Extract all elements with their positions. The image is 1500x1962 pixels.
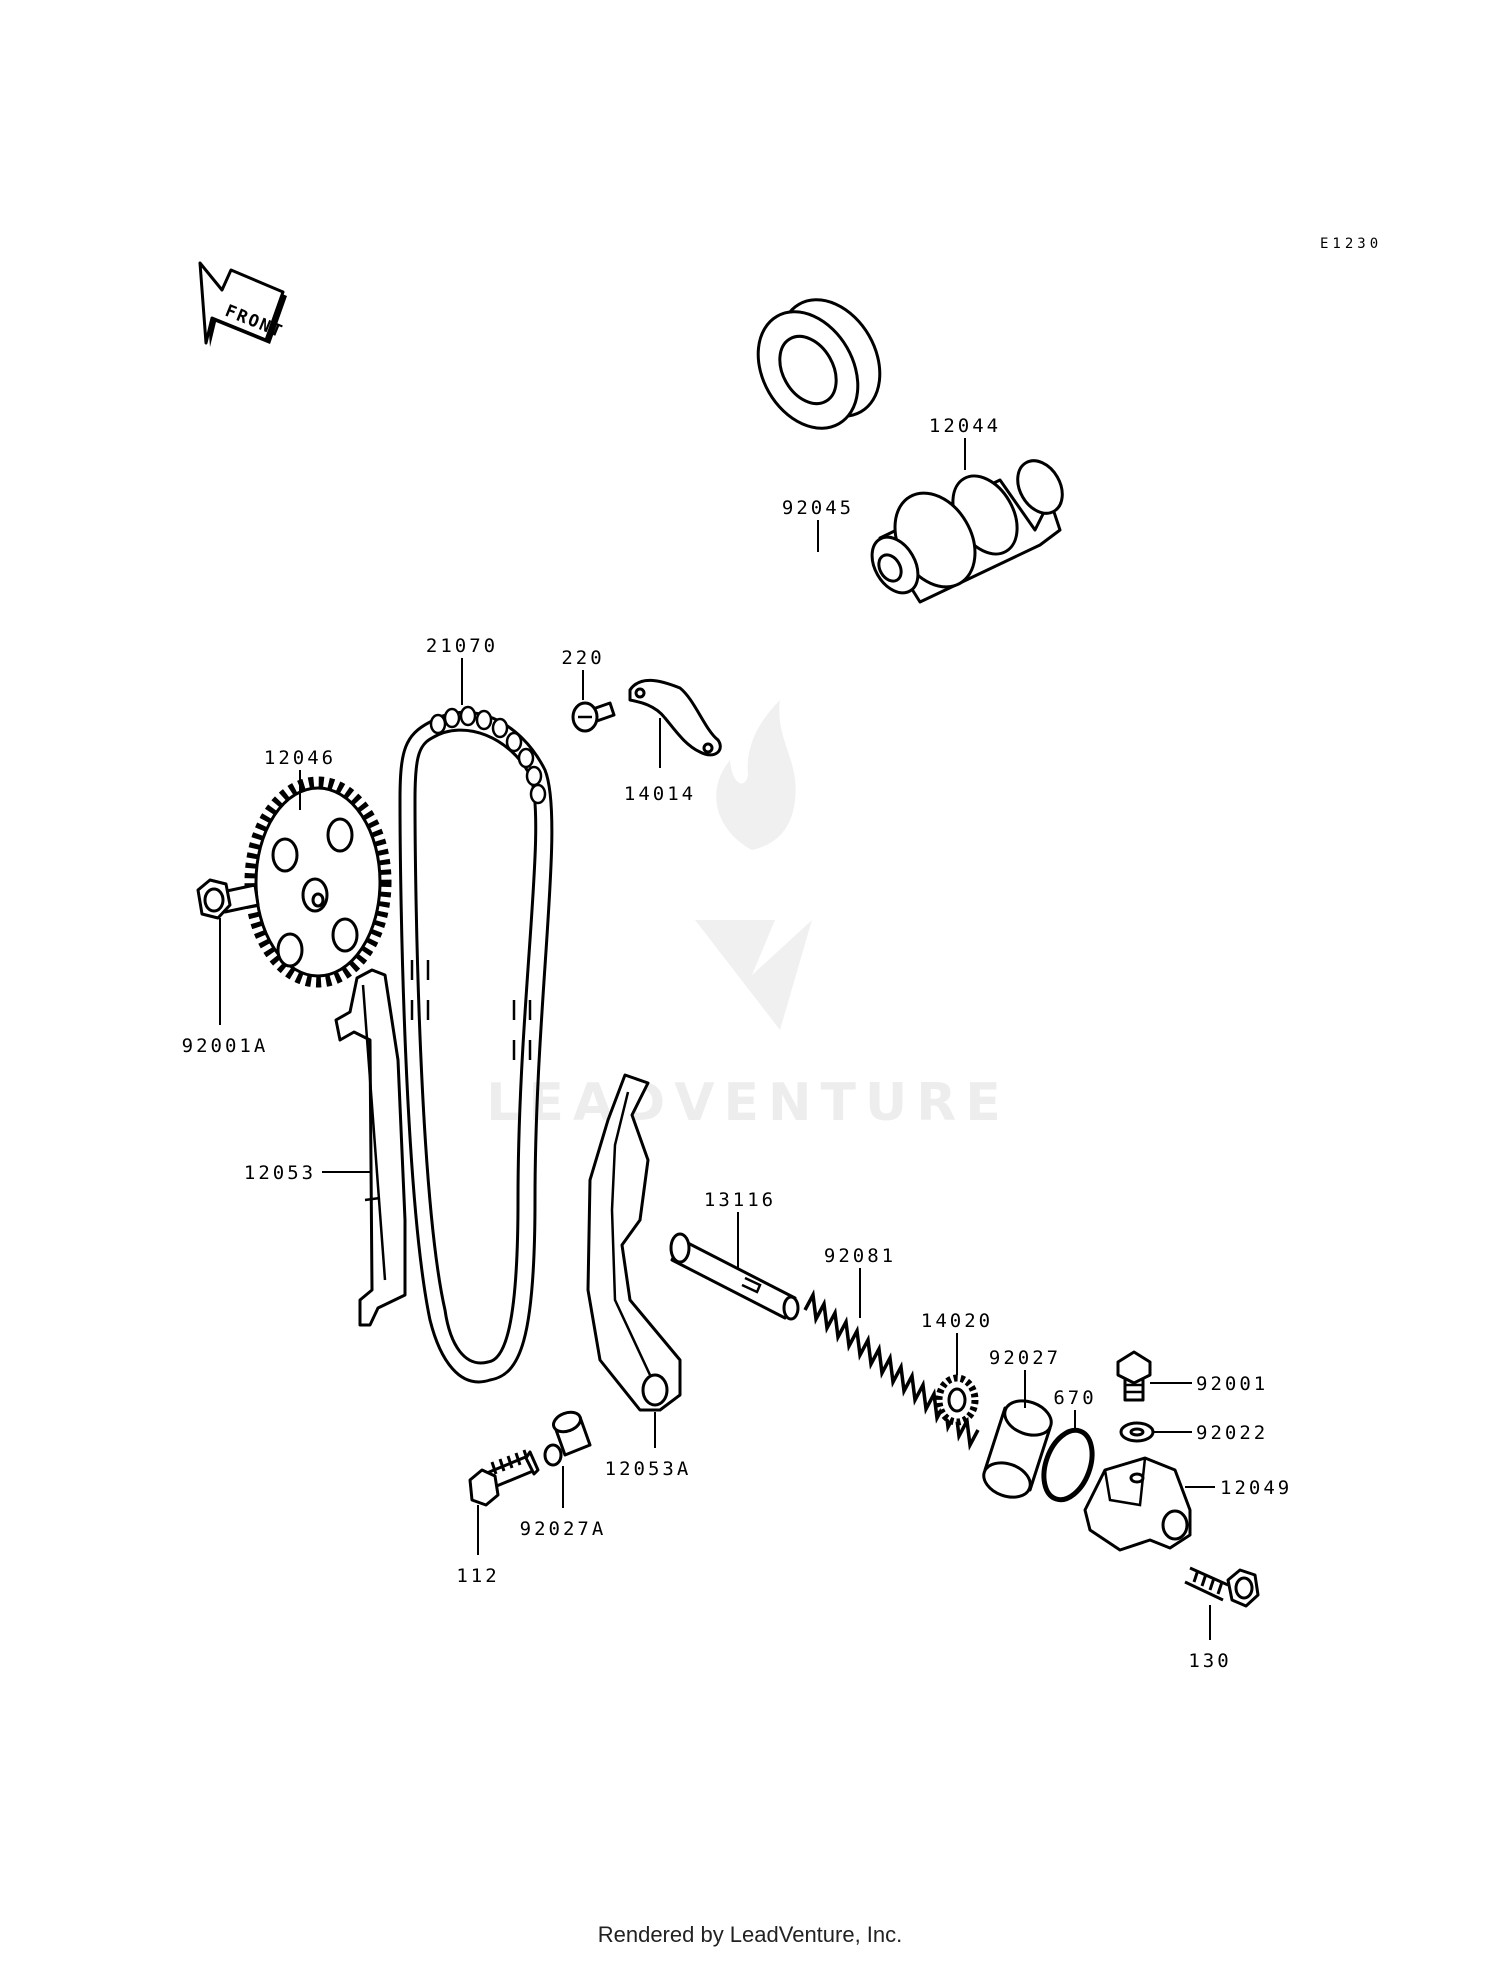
label-92022[interactable]: 92022 [1196,1422,1268,1444]
leader-lines [219,438,1215,1640]
label-92027[interactable]: 92027 [989,1347,1061,1369]
push-rod-part[interactable] [669,1232,800,1321]
label-670[interactable]: 670 [1053,1387,1096,1409]
nut-14020-part[interactable] [935,1374,979,1426]
collar-92027-part[interactable] [979,1395,1056,1503]
label-130[interactable]: 130 [1188,1650,1231,1672]
label-12044[interactable]: 12044 [929,415,1001,437]
spring-part[interactable] [803,1289,980,1451]
o-ring-part[interactable] [1035,1424,1101,1507]
watermark-v-icon [695,920,812,1030]
chain-guide-12053-part[interactable] [334,968,407,1327]
front-arrow-icon: FRONT [198,261,287,347]
label-14014[interactable]: 14014 [624,783,696,805]
label-13116[interactable]: 13116 [704,1189,776,1211]
bolt-130-part[interactable] [1184,1566,1260,1608]
label-21070[interactable]: 21070 [426,635,498,657]
label-92001A[interactable]: 92001A [182,1035,269,1057]
label-12046[interactable]: 12046 [264,747,336,769]
bolt-112-part[interactable] [468,1449,540,1507]
bolt-92001A-part[interactable] [196,878,260,920]
label-220[interactable]: 220 [561,647,604,669]
label-14020[interactable]: 14020 [921,1310,993,1332]
tensioner-guide-12053A-part[interactable] [586,1073,682,1412]
bearing-part[interactable] [738,282,900,446]
label-12053[interactable]: 12053 [244,1162,316,1184]
watermark: LEADVENTURE [486,700,1010,1133]
bolt-92001-part[interactable] [1116,1350,1152,1402]
cam-chain-part[interactable] [398,705,554,1384]
label-92027A[interactable]: 92027A [520,1518,607,1540]
watermark-flame-icon [716,700,796,850]
camshaft-part[interactable] [863,453,1072,604]
diagram-code: E1230 [1320,236,1382,252]
label-112[interactable]: 112 [456,1565,499,1587]
watermark-text: LEADVENTURE [486,1073,1010,1133]
label-92081[interactable]: 92081 [824,1245,896,1267]
label-12049[interactable]: 12049 [1220,1477,1292,1499]
label-12053A[interactable]: 12053A [605,1458,692,1480]
label-92045[interactable]: 92045 [782,497,854,519]
washer-92022-part[interactable] [1119,1421,1155,1443]
plate-14014-part[interactable] [628,678,722,757]
label-92001[interactable]: 92001 [1196,1373,1268,1395]
footer-credit: Rendered by LeadVenture, Inc. [598,1922,903,1947]
collar-92027A-part[interactable] [543,1409,592,1467]
screw-220-part[interactable] [571,701,616,733]
tensioner-body-part[interactable] [1083,1456,1192,1552]
sprocket-part[interactable] [244,776,392,988]
part-labels: 12044 92045 21070 220 14014 12046 92001A… [182,415,1292,1672]
